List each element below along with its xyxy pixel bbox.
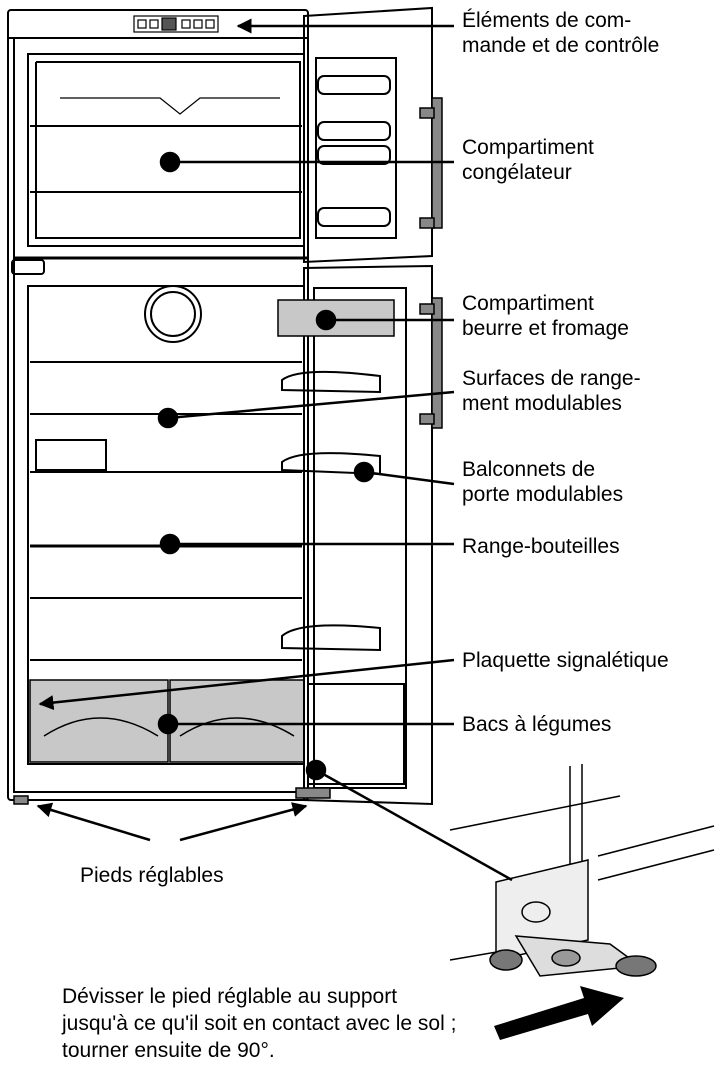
fridge-cabinet bbox=[7, 9, 309, 801]
insertion-arrow bbox=[494, 986, 624, 1040]
label-shelves: Surfaces de range- ment modulables bbox=[462, 367, 641, 415]
label-crispers: Bacs à légumes bbox=[462, 713, 612, 736]
label-door-balconies: Balconnets de porte modulables bbox=[462, 458, 624, 506]
fridge-doors bbox=[281, 6, 433, 806]
leader-lines bbox=[36, 18, 513, 882]
control-panel bbox=[133, 15, 219, 33]
adjustable-feet bbox=[13, 787, 331, 805]
label-freezer: Compartiment congélateur bbox=[462, 136, 594, 184]
label-bottle-rack: Range-bouteilles bbox=[462, 535, 620, 558]
instruction-text: Dévisser le pied réglable au support jus… bbox=[62, 985, 457, 1062]
label-controls: Éléments de com- mande et de contrôle bbox=[462, 9, 660, 57]
foot-detail-inset bbox=[449, 764, 715, 977]
label-butter-compartment: Compartiment beurre et fromage bbox=[462, 292, 629, 340]
label-rating-plate: Plaquette signalétique bbox=[462, 649, 669, 672]
label-adjustable-feet: Pieds réglables bbox=[80, 864, 224, 887]
